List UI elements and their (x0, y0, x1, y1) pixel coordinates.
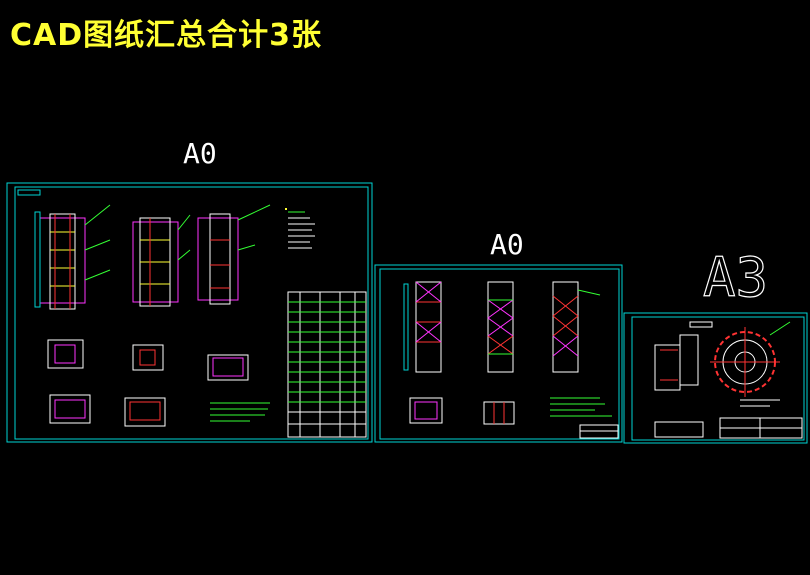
title-block-3 (654, 399, 803, 439)
elevation-view-5 (487, 281, 514, 373)
elevation-view-2 (132, 214, 191, 307)
parts-list-table-1 (287, 291, 367, 438)
sprocket-view (710, 321, 791, 397)
sheet-size-label-3: A3 (702, 245, 769, 309)
sheet-size-label-2: A0 (490, 228, 524, 261)
elevation-view-3 (197, 204, 271, 305)
elevation-view-4 (403, 281, 442, 373)
drawing-sheet-2[interactable] (374, 264, 623, 443)
page-title: CAD图纸汇总合计3张 (10, 18, 323, 53)
part-view-1 (654, 321, 713, 391)
section-views-1 (47, 339, 270, 427)
drawing-sheet-3[interactable] (623, 312, 808, 444)
notes-block-1 (285, 208, 315, 249)
drawing-sheet-1[interactable] (6, 182, 373, 443)
section-views-2 (409, 397, 619, 439)
elevation-view-1 (34, 204, 111, 310)
sheet-size-label-1: A0 (183, 137, 217, 170)
elevation-view-6 (552, 281, 601, 373)
